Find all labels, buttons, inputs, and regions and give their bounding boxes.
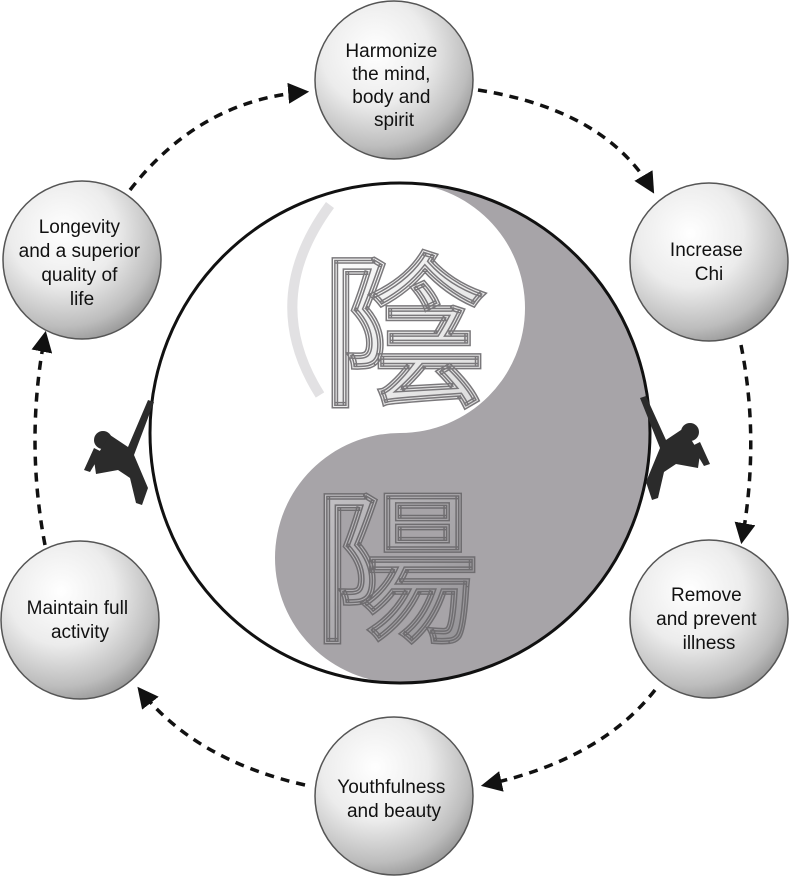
node-increase-chi-label: Increase Chi	[670, 240, 748, 285]
node-remove-illness-label: Remove and prevent illness	[656, 585, 762, 654]
yin-yang-outline	[148, 181, 652, 685]
arrow-harmonize-to-chi	[477, 88, 655, 194]
node-maintain-activity: Maintain full activity	[0, 540, 160, 700]
arrow-youth-to-activity	[137, 686, 306, 787]
node-longevity-label: Longevity and a superior quality of life	[19, 217, 146, 310]
node-maintain-activity-label: Maintain full activity	[27, 598, 134, 643]
node-increase-chi: Increase Chi	[629, 182, 789, 342]
arrow-chi-to-illness	[734, 344, 756, 545]
node-longevity: Longevity and a superior quality of life	[2, 180, 162, 340]
node-youthfulness: Youthfulness and beauty	[314, 716, 474, 876]
node-remove-illness: Remove and prevent illness	[629, 539, 789, 699]
node-harmonize: Harmonize the mind, body and spirit	[314, 0, 474, 160]
node-youthfulness-label: Youthfulness and beauty	[337, 777, 450, 822]
yang-character: 陽	[314, 473, 479, 667]
yin-character: 陰	[322, 237, 487, 431]
kicking-figure-right-icon	[640, 396, 710, 500]
arrow-illness-to-youth	[480, 688, 657, 792]
arrow-activity-to-longevity	[31, 330, 53, 546]
arrow-longevity-to-harmonize	[128, 82, 310, 192]
yin-highlight	[287, 202, 335, 398]
kicking-figure-left-icon	[84, 400, 154, 505]
node-harmonize-label: Harmonize the mind, body and spirit	[345, 41, 442, 131]
yin-half	[275, 183, 650, 683]
yin-yang-symbol: 陰 陽	[148, 181, 652, 685]
cycle-arrows	[31, 82, 756, 792]
